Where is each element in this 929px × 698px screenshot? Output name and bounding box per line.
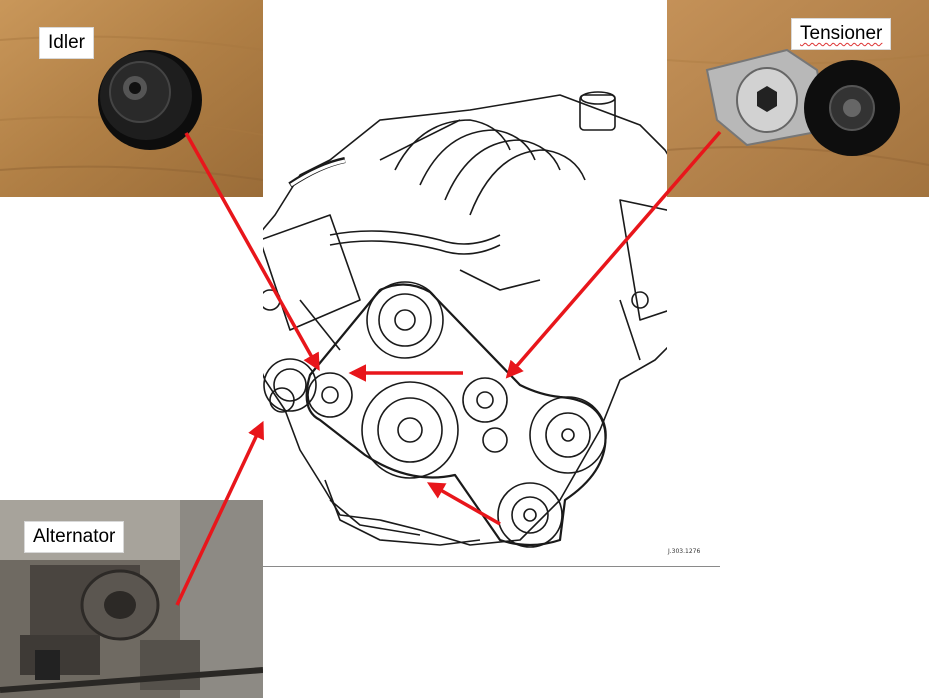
idler-photo (0, 0, 263, 197)
alternator-label: Alternator (24, 521, 125, 553)
diagram-baseline (263, 566, 720, 567)
engine-line-drawing (239, 0, 706, 570)
tensioner-label: Tensioner (791, 18, 892, 50)
idler-label: Idler (39, 27, 94, 59)
diagram-reference-code: J.303.1276 (668, 548, 701, 555)
tensioner-label-text: Tensioner (800, 23, 883, 44)
